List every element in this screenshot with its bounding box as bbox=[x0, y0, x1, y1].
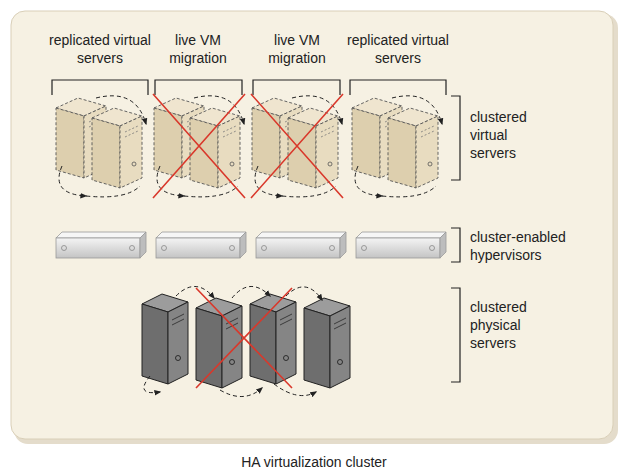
failed-marks bbox=[153, 94, 343, 198]
row-brackets bbox=[451, 96, 460, 382]
layer-label: cluster-enabled hypervisors bbox=[470, 228, 582, 264]
virtual-servers bbox=[56, 96, 442, 197]
column-heading: live VM migration bbox=[255, 31, 339, 67]
layer-label: clustered virtual servers bbox=[470, 108, 552, 162]
cluster-panel bbox=[11, 11, 613, 439]
column-brackets bbox=[52, 80, 446, 95]
layer-label: clustered physical servers bbox=[470, 298, 570, 352]
column-heading: replicated virtual servers bbox=[48, 31, 152, 67]
column-heading: live VM migration bbox=[156, 31, 240, 67]
physical-failed-mark bbox=[196, 288, 292, 388]
physical-links bbox=[144, 286, 322, 396]
column-heading: replicated virtual servers bbox=[346, 31, 450, 67]
hypervisors bbox=[56, 232, 446, 258]
caption: HA virtualization cluster bbox=[154, 453, 474, 471]
